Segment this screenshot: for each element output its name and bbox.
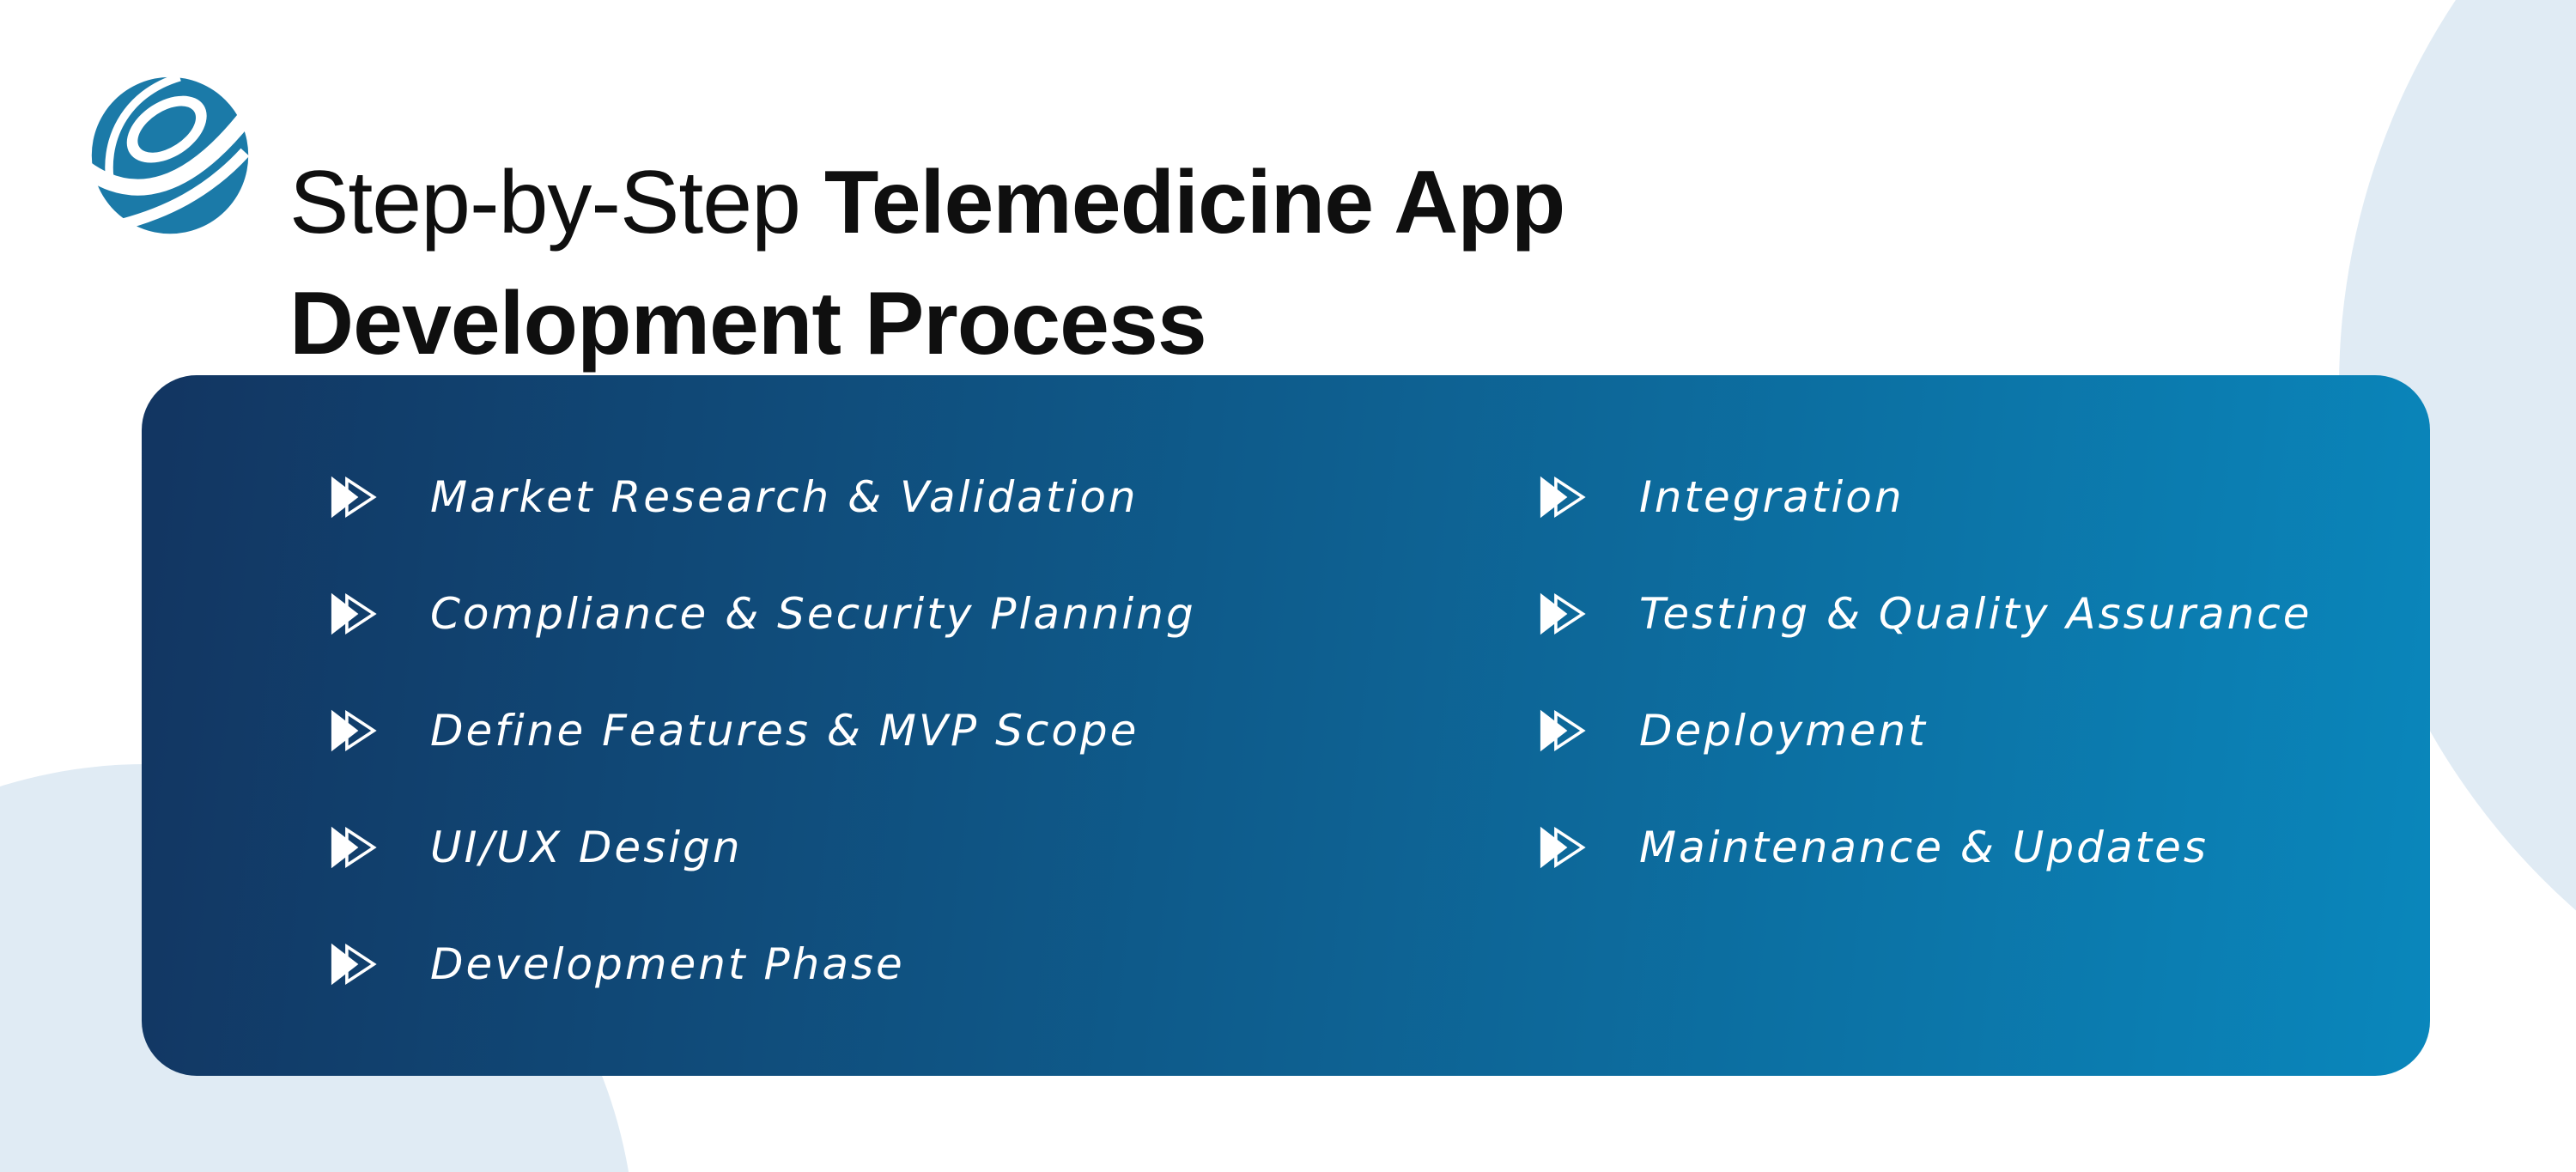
double-arrow-icon: [1540, 592, 1586, 635]
title-prefix: Step-by-Step: [289, 152, 801, 252]
process-step-label: Market Research & Validation: [430, 472, 1139, 522]
double-arrow-icon: [1540, 826, 1586, 869]
process-step: Deployment: [1540, 672, 2312, 789]
double-arrow-icon: [1540, 476, 1586, 519]
double-arrow-icon: [331, 943, 377, 986]
title-emphasis: Telemedicine App: [823, 152, 1565, 252]
process-step: Compliance & Security Planning: [331, 556, 1196, 672]
process-step-label: Development Phase: [430, 939, 905, 989]
process-step-label: Integration: [1639, 472, 1905, 522]
process-step-label: Deployment: [1639, 706, 1928, 756]
process-step: Development Phase: [331, 906, 1196, 1023]
process-column-right: Integration Testing & Quality Assurance: [1540, 439, 2312, 906]
process-step-label: Define Features & MVP Scope: [430, 706, 1139, 756]
double-arrow-icon: [331, 826, 377, 869]
process-step: Maintenance & Updates: [1540, 789, 2312, 906]
double-arrow-icon: [1540, 709, 1586, 752]
process-step-label: Testing & Quality Assurance: [1639, 589, 2312, 639]
e-globe-logo-icon: [80, 73, 258, 238]
process-step-label: Maintenance & Updates: [1639, 823, 2208, 872]
process-step: Testing & Quality Assurance: [1540, 556, 2312, 672]
title-line2: Development Process: [289, 273, 1207, 373]
process-step: Integration: [1540, 439, 2312, 556]
process-step: Define Features & MVP Scope: [331, 672, 1196, 789]
page-title: Step-by-Step Telemedicine App Developmen…: [289, 143, 1565, 385]
process-panel: Market Research & Validation Compliance …: [142, 375, 2430, 1076]
process-step: UI/UX Design: [331, 789, 1196, 906]
double-arrow-icon: [331, 709, 377, 752]
process-step: Market Research & Validation: [331, 439, 1196, 556]
process-step-label: UI/UX Design: [430, 823, 743, 872]
double-arrow-icon: [331, 476, 377, 519]
process-column-left: Market Research & Validation Compliance …: [331, 439, 1196, 1023]
double-arrow-icon: [331, 592, 377, 635]
process-step-label: Compliance & Security Planning: [430, 589, 1196, 639]
